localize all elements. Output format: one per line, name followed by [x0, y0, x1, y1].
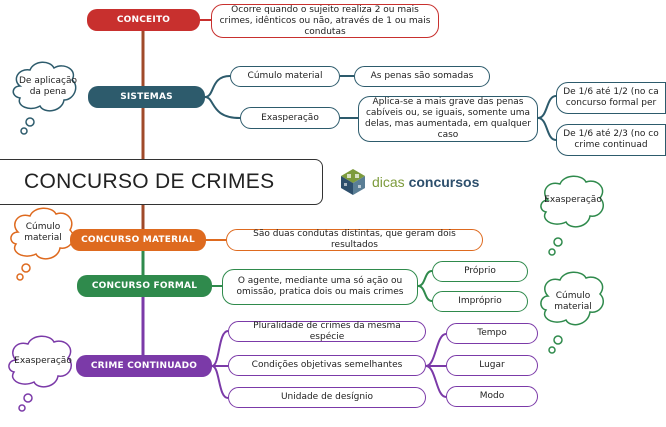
cloud-shape-formal-side — [540, 271, 604, 354]
exasperacao-sub-continuado: De 1/6 até 2/3 (no co crime continuad — [556, 124, 666, 156]
cloud-shape-formal-top — [540, 175, 604, 256]
continuado-item-condicoes: Condições objetivas semelhantes — [228, 355, 426, 376]
conceito-pill: CONCEITO — [87, 9, 200, 31]
page-title-text: CONCURSO DE CRIMES — [24, 170, 275, 193]
exasperacao-sub-formal: De 1/6 até 1/2 (no ca concurso formal pe… — [556, 82, 666, 114]
cloud-shape-sistemas — [12, 61, 77, 135]
conceito-description: Ocorre quando o sujeito realiza 2 ou mai… — [211, 4, 439, 38]
logo-text-dicas: dicas — [372, 174, 405, 190]
concurso-formal-description: O agente, mediante uma só ação ou omissã… — [222, 269, 418, 305]
continuado-cloud-text: Exasperação — [14, 355, 72, 366]
exasperacao-detail: Aplica-se a mais grave das penas cabívei… — [358, 96, 538, 142]
continuado-circ-modo: Modo — [446, 386, 538, 407]
mind-map: CONCEITO Ocorre quando o sujeito realiza… — [0, 4, 666, 412]
sistemas-pill: SISTEMAS — [88, 86, 205, 108]
formal-proprio-node: Próprio — [432, 261, 528, 282]
exasperacao-node: Exasperação — [240, 107, 340, 129]
cumulo-material-detail: As penas são somadas — [354, 66, 490, 87]
dicas-concursos-logo: dicas concursos — [338, 166, 479, 198]
continuado-circ-tempo: Tempo — [446, 323, 538, 344]
cloud-shape-material — [10, 207, 74, 281]
sistemas-cloud-text: De aplicação da pena — [19, 76, 77, 97]
cloud-shape-continuado — [8, 335, 72, 412]
cube-logo-icon — [341, 169, 365, 195]
concurso-formal-pill: CONCURSO FORMAL — [77, 275, 212, 297]
concurso-material-pill: CONCURSO MATERIAL — [70, 229, 206, 251]
continuado-item-pluralidade: Pluralidade de crimes da mesma espécie — [228, 321, 426, 342]
formal-cloud-side-text: Cúmulo material — [554, 291, 592, 312]
page-title: CONCURSO DE CRIMES — [0, 159, 323, 205]
formal-improprio-node: Impróprio — [432, 291, 528, 312]
material-cloud-text: Cúmulo material — [24, 222, 62, 243]
cumulo-material-node: Cúmulo material — [230, 66, 340, 87]
connector-lines — [8, 19, 604, 412]
continuado-circ-lugar: Lugar — [446, 355, 538, 376]
continuado-item-unidade: Unidade de desígnio — [228, 387, 426, 408]
logo-text-concursos: concursos — [408, 174, 480, 190]
formal-cloud-top-text: Exasperação — [544, 194, 602, 205]
crime-continuado-pill: CRIME CONTINUADO — [76, 355, 212, 377]
concurso-material-description: São duas condutas distintas, que geram d… — [226, 229, 483, 251]
